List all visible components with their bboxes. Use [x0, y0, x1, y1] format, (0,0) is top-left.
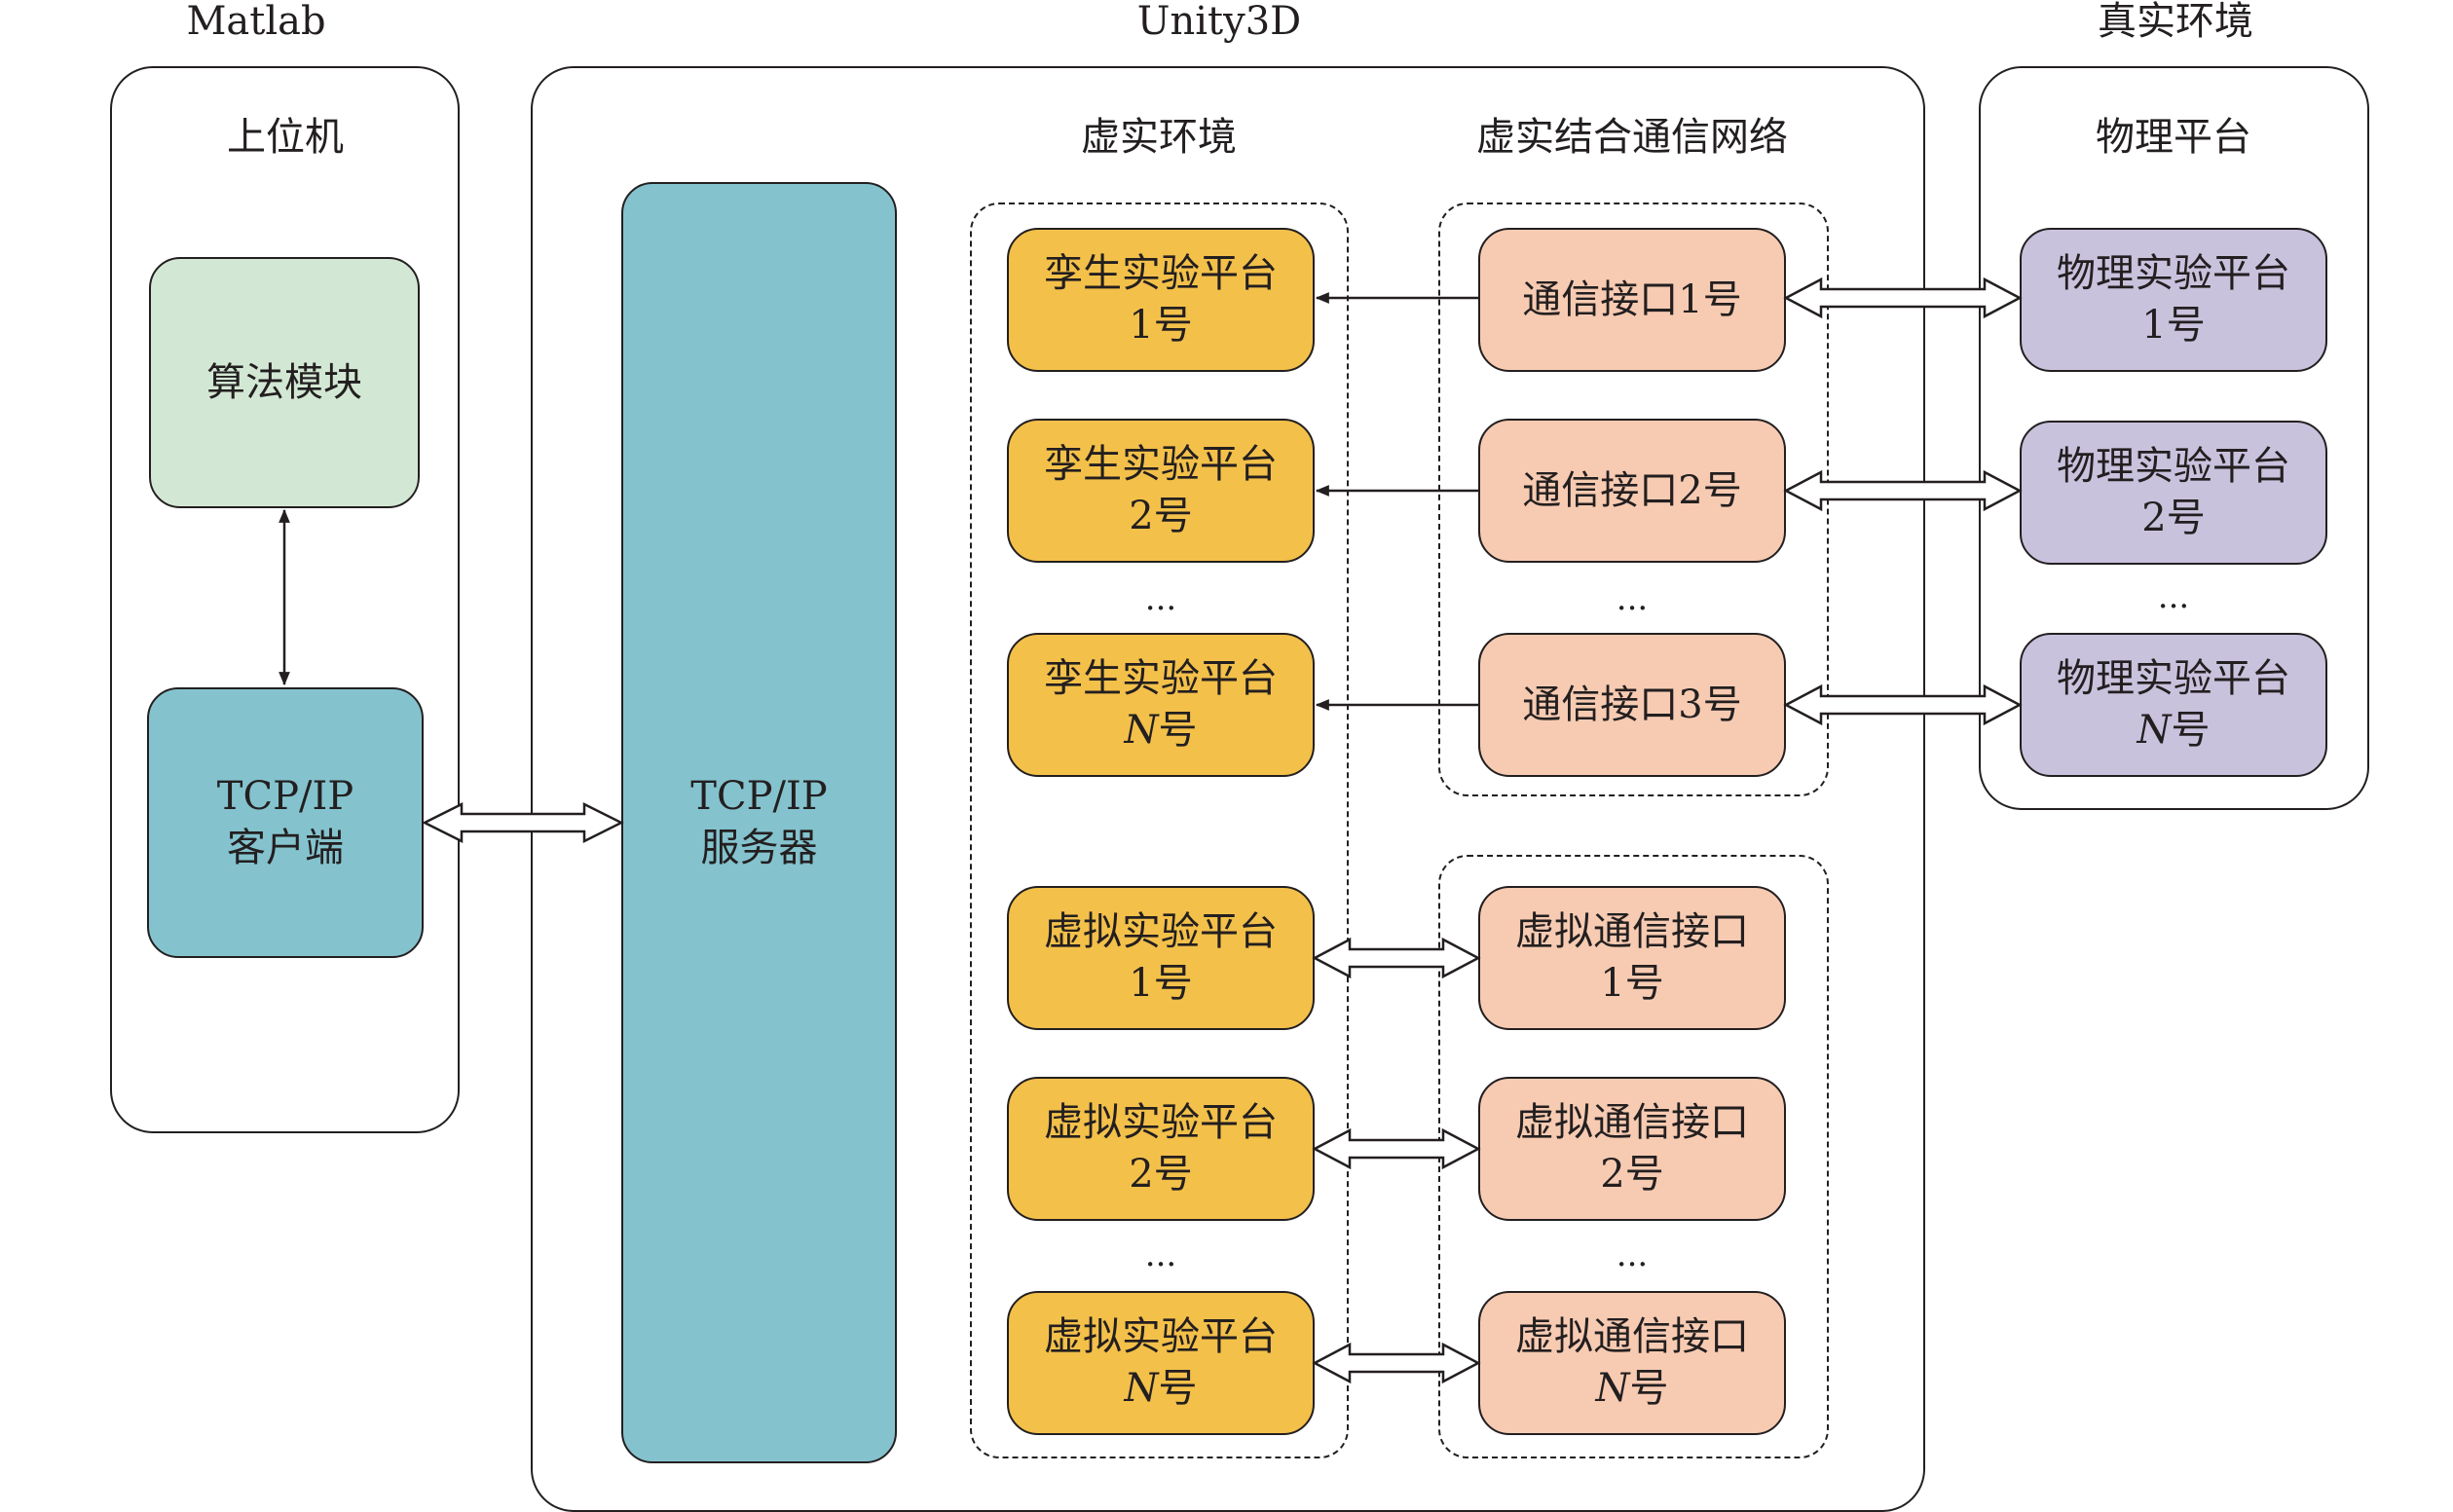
twin-platform-2: 孪生实验平台 2号: [1007, 419, 1315, 563]
virtual-interface-n-num: N: [1595, 1366, 1630, 1411]
virtual-interface-1-name: 虚拟通信接口: [1515, 909, 1749, 955]
physical-platform-n-name: 物理实验平台: [2057, 656, 2290, 702]
tcp-client-line1: TCP/IP: [216, 774, 354, 820]
comm-interface-3: 通信接口3号: [1478, 633, 1786, 777]
physical-platform-1-name: 物理实验平台: [2057, 251, 2290, 297]
physical-platform-2-suffix: 号: [2166, 496, 2206, 540]
virtual-platform-1: 虚拟实验平台 1号: [1007, 886, 1315, 1030]
real-environment-heading: 真实环境: [2098, 0, 2253, 44]
virtual-interface-2-name: 虚拟通信接口: [1515, 1100, 1749, 1146]
virtual-interface-1: 虚拟通信接口 1号: [1478, 886, 1786, 1030]
tcp-client-line2: 客户端: [226, 826, 344, 870]
physical-platform-1-suffix: 号: [2166, 303, 2206, 348]
physical-platform-ellipsis: ...: [2157, 577, 2190, 616]
virtual-platform-1-num: 1: [1129, 961, 1154, 1006]
physical-platform-n-suffix: 号: [2171, 708, 2211, 753]
twin-platform-n-name: 孪生实验平台: [1044, 656, 1278, 702]
twin-platform-1-name: 孪生实验平台: [1044, 251, 1278, 297]
virtual-interface-ellipsis: ...: [1616, 1235, 1649, 1274]
twin-platform-n-num: N: [1124, 708, 1159, 753]
virtual-platform-n-name: 虚拟实验平台: [1044, 1314, 1278, 1360]
virtual-platform-n-suffix: 号: [1158, 1366, 1198, 1411]
twin-platform-2-name: 孪生实验平台: [1044, 442, 1278, 488]
virtual-interface-n-suffix: 号: [1629, 1366, 1669, 1411]
unity3d-heading: Unity3D: [1136, 0, 1302, 44]
physical-platform-1-num: 1: [2141, 303, 2167, 348]
comm-interface-2-label: 通信接口2号: [1522, 467, 1742, 513]
virtual-platform-1-suffix: 号: [1153, 961, 1193, 1006]
matlab-heading: Matlab: [186, 0, 326, 44]
tcp-server-line1: TCP/IP: [690, 774, 828, 820]
virtualN-interface-double-arrow: [1312, 1342, 1481, 1384]
physical-platform-2: 物理实验平台 2号: [2020, 421, 2327, 565]
twin-platform-2-suffix: 号: [1153, 494, 1193, 538]
interface3-physical-double-arrow: [1783, 683, 2023, 726]
virtual-platform-2-num: 2: [1129, 1152, 1154, 1197]
twin-platform-1-num: 1: [1129, 303, 1154, 348]
twin-ellipsis: ...: [1144, 579, 1177, 618]
network-title: 虚实结合通信网络: [1476, 115, 1788, 160]
virtual-interface-2: 虚拟通信接口 2号: [1478, 1077, 1786, 1221]
virtual-platform-2: 虚拟实验平台 2号: [1007, 1077, 1315, 1221]
interface2-physical-double-arrow: [1783, 469, 2023, 512]
virtual-platform-2-suffix: 号: [1153, 1152, 1193, 1197]
twin-platform-n-suffix: 号: [1158, 708, 1198, 753]
physical-platform-n-num: N: [2137, 708, 2172, 753]
comm-interface-3-label: 通信接口3号: [1522, 682, 1742, 727]
physical-platform-1: 物理实验平台 1号: [2020, 228, 2327, 372]
algorithm-module-node: 算法模块: [149, 257, 420, 508]
virtual2-interface-double-arrow: [1312, 1127, 1481, 1170]
virtual-env-group: [970, 203, 1349, 1458]
twin-platform-2-num: 2: [1129, 494, 1154, 538]
virtual1-interface-double-arrow: [1312, 937, 1481, 979]
comm-interface-1: 通信接口1号: [1478, 228, 1786, 372]
virtual-interface-n: 虚拟通信接口 N号: [1478, 1291, 1786, 1435]
interface1-physical-double-arrow: [1783, 277, 2023, 319]
virtual-interface-1-suffix: 号: [1624, 961, 1664, 1006]
comm-interface-2: 通信接口2号: [1478, 419, 1786, 563]
virtual-platform-n-num: N: [1124, 1366, 1159, 1411]
virtual-env-title: 虚实环境: [1081, 115, 1237, 160]
physical-platform-2-num: 2: [2141, 496, 2167, 540]
twin-platform-n: 孪生实验平台 N号: [1007, 633, 1315, 777]
virtual-interface-1-num: 1: [1600, 961, 1625, 1006]
virtual-platform-2-name: 虚拟实验平台: [1044, 1100, 1278, 1146]
virtual-platform-ellipsis: ...: [1144, 1235, 1177, 1274]
tcp-server-line2: 服务器: [700, 826, 818, 870]
virtual-interface-n-name: 虚拟通信接口: [1515, 1314, 1749, 1360]
virtual-interface-2-num: 2: [1600, 1152, 1625, 1197]
tcp-server-node: TCP/IP 服务器: [621, 182, 897, 1463]
host-computer-title: 上位机: [227, 115, 344, 160]
twin-platform-1: 孪生实验平台 1号: [1007, 228, 1315, 372]
comm-interface-1-label: 通信接口1号: [1522, 277, 1742, 322]
physical-platform-2-name: 物理实验平台: [2057, 444, 2290, 490]
virtual-platform-1-name: 虚拟实验平台: [1044, 909, 1278, 955]
algorithm-module-label: 算法模块: [206, 359, 362, 405]
virtual-interface-2-suffix: 号: [1624, 1152, 1664, 1197]
client-server-double-arrow: [422, 801, 624, 844]
physical-platform-title: 物理平台: [2096, 115, 2251, 160]
twin-platform-1-suffix: 号: [1153, 303, 1193, 348]
comm-interface-ellipsis: ...: [1616, 579, 1649, 618]
tcp-client-node: TCP/IP 客户端: [147, 687, 424, 958]
